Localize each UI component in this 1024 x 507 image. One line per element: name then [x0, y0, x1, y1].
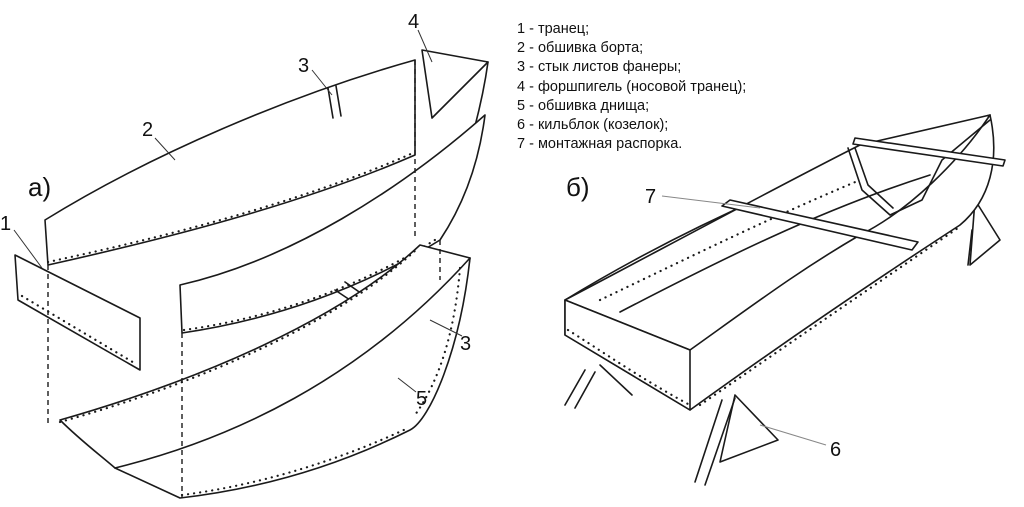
legend-item: 3 - стык листов фанеры; — [517, 59, 682, 76]
bottom-planking-rivets-2 — [180, 426, 410, 497]
bottom-planking-rivets-3 — [413, 266, 462, 417]
legend-item: 4 - форшпигель (носовой транец); — [517, 78, 747, 95]
stern-transom-panel — [14, 254, 141, 371]
bow-frame-inner — [854, 147, 894, 209]
keel-block-front — [719, 394, 779, 463]
callout-leader-5 — [397, 377, 417, 393]
callout-number: 5 — [416, 388, 427, 410]
callout-leader-1 — [13, 229, 43, 269]
bow-mounting-rod — [852, 137, 1006, 167]
callout-number: 4 — [408, 11, 419, 33]
stern-transom-rivets — [20, 294, 138, 366]
callout-leader-7 — [661, 195, 761, 209]
bow-transom-panel — [421, 49, 489, 119]
legend-item: 2 - обшивка борта; — [517, 40, 644, 57]
figure-b-assembled-boat: 7 6 б) — [564, 114, 1006, 486]
legend-item: 5 - обшивка днища; — [517, 97, 650, 114]
keel-block-front-leg — [694, 397, 736, 486]
callout-leader-6 — [759, 424, 827, 446]
callout-number: 2 — [142, 119, 153, 141]
keel-block-stern-legs — [564, 364, 633, 409]
callout-leader-2 — [154, 137, 176, 161]
legend-item: 1 - транец; — [517, 21, 590, 37]
legend-item: 6 - кильблок (козелок); — [517, 117, 669, 134]
legend-item: 7 - монтажная распорка. — [517, 136, 683, 153]
callout-number: 1 — [0, 213, 11, 235]
plywood-joint-side — [327, 85, 342, 119]
callout-leader-3a — [311, 69, 333, 96]
callout-number: 7 — [645, 186, 656, 208]
figure-a-label: а) — [28, 172, 51, 202]
lower-side-panel — [179, 114, 486, 334]
keel-block-rear-leg — [967, 229, 973, 266]
hull-rivets — [698, 226, 960, 407]
figure-a-exploded-hull: 1 2 3 4 3 5 а) — [0, 11, 489, 499]
lower-side-rivets — [182, 236, 440, 332]
callout-number: 6 — [830, 439, 841, 461]
callout-leader-3b — [429, 319, 463, 337]
callout-number: 3 — [298, 55, 309, 77]
figure-b-label: б) — [566, 172, 590, 202]
bottom-planking-lower — [114, 257, 471, 499]
hull-floor — [619, 174, 931, 313]
callout-number: 3 — [460, 333, 471, 355]
legend: 1 - транец; 2 - обшивка борта; 3 - стык … — [517, 20, 746, 154]
callout-leader-4 — [417, 29, 433, 63]
assembled-transom — [564, 299, 691, 411]
hull-interior — [564, 114, 991, 351]
